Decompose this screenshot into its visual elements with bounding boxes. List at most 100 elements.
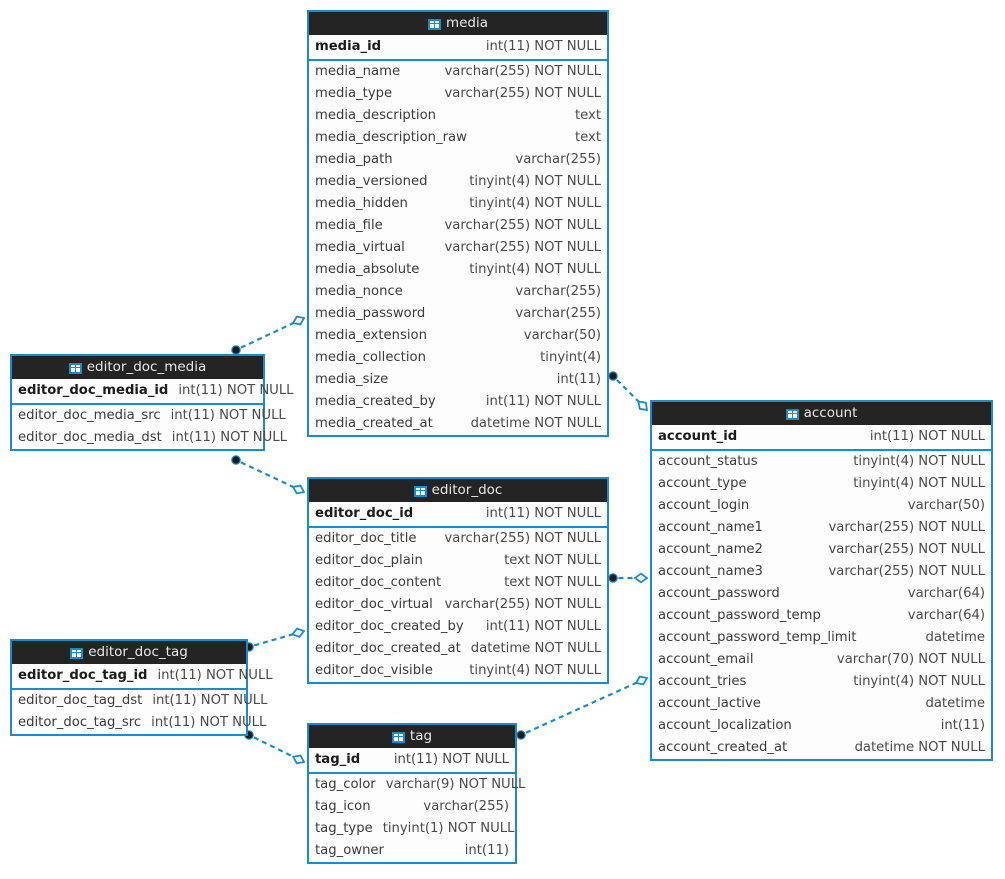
column-name: account_password_temp_limit xyxy=(658,630,857,645)
column-row[interactable]: media_path varchar(255) xyxy=(309,149,607,171)
column-type: varchar(255) NOT NULL xyxy=(444,597,602,612)
column-name: account_id xyxy=(658,429,738,444)
column-name: tag_type xyxy=(315,821,373,836)
table-icon xyxy=(427,19,441,30)
entity-header-tag[interactable]: tag xyxy=(309,725,515,748)
column-type: tinyint(4) NOT NULL xyxy=(853,674,985,689)
relation-endpoint-diamond xyxy=(634,675,649,686)
column-type: tinyint(4) NOT NULL xyxy=(469,196,601,211)
relation-editor_doc_media-to-media xyxy=(231,315,306,355)
entity-header-account[interactable]: account xyxy=(652,402,991,425)
column-name: account_lactive xyxy=(658,696,761,711)
relation-endpoint-diamond xyxy=(637,400,649,412)
relation-line xyxy=(525,681,638,734)
entity-header-editor_doc_media[interactable]: editor_doc_media xyxy=(12,356,263,379)
relation-editor_doc_media-to-editor_doc xyxy=(231,455,306,495)
column-name: media_id xyxy=(315,39,382,54)
column-type: tinyint(4) NOT NULL xyxy=(469,663,601,678)
column-type: int(11) NOT NULL xyxy=(485,619,601,634)
column-type: varchar(255) NOT NULL xyxy=(444,86,602,101)
table-icon xyxy=(413,486,427,497)
entity-header-editor_doc[interactable]: editor_doc xyxy=(309,479,607,502)
entity-header-media[interactable]: media xyxy=(309,12,607,35)
column-type: int(11) NOT NULL xyxy=(157,668,273,683)
column-row[interactable]: editor_doc_media_dst int(11) NOT NULL xyxy=(12,427,287,449)
entity-header-editor_doc_tag[interactable]: editor_doc_tag xyxy=(12,641,246,664)
relation-line xyxy=(240,321,295,349)
column-name: account_name1 xyxy=(658,520,763,535)
column-name: account_password_temp xyxy=(658,608,821,623)
column-name: editor_doc_media_dst xyxy=(18,430,162,445)
column-name: media_type xyxy=(315,86,393,101)
column-type: int(11) xyxy=(556,372,601,387)
column-name: tag_id xyxy=(315,752,361,767)
column-name: media_path xyxy=(315,152,393,167)
column-type: varchar(255) NOT NULL xyxy=(444,531,602,546)
column-type: varchar(255) xyxy=(515,152,601,167)
column-row[interactable]: media_type varchar(255) NOT NULL xyxy=(309,83,607,105)
column-type: int(11) NOT NULL xyxy=(171,430,287,445)
table-icon xyxy=(68,363,82,374)
relation-endpoint-dot xyxy=(231,345,241,355)
entity-title: editor_doc_tag xyxy=(88,644,188,660)
column-name: media_password xyxy=(315,306,426,321)
